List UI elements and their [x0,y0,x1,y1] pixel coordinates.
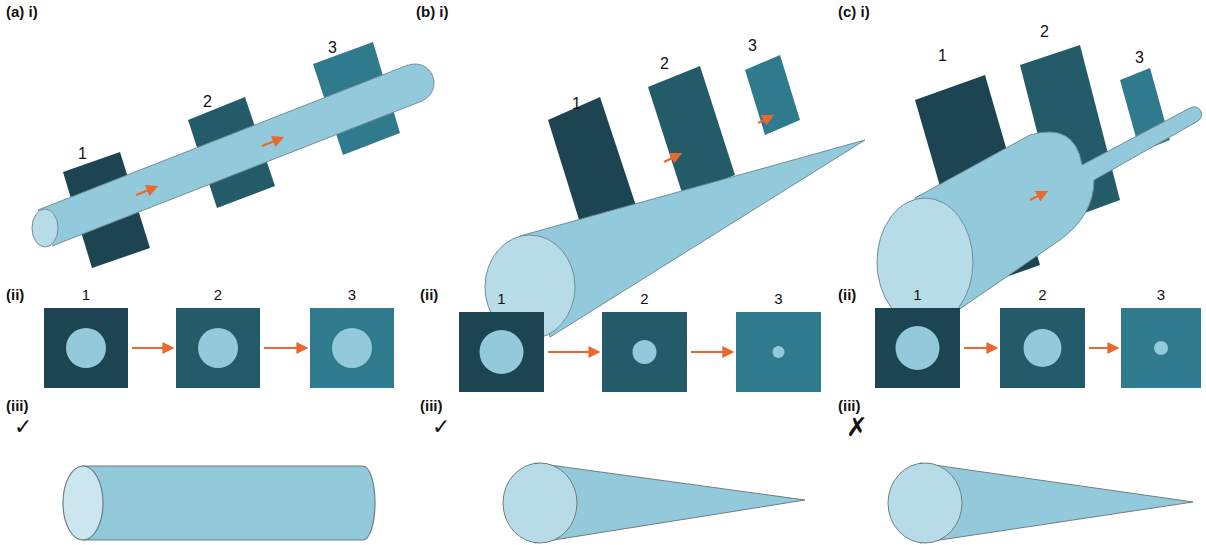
section-figure [44,308,128,388]
panel-label: (ii) [6,287,24,302]
flow-arrow [758,116,772,123]
cross-section-plate: 2 [1000,308,1085,388]
cone-base [503,463,577,543]
cross-section-plate: 3 [1121,308,1201,388]
panel-label: (iii) [838,398,861,413]
panel-label: (iii) [420,398,443,413]
rod-body [38,65,422,246]
cross-mark: ✗ [846,414,868,440]
panel-label: (c) i) [838,4,870,19]
rod-face [32,209,58,247]
section-circle [66,328,106,368]
plate-number: 2 [1000,287,1085,302]
plate-number: 1 [875,287,960,302]
panel-label: (b) i) [416,4,448,19]
cross-section-plate: 2 [602,312,687,392]
section-circle [633,340,657,364]
plate-number: 2 [203,94,212,110]
bottle-3d [877,45,1202,326]
section-circle [198,328,238,368]
section-figure [1000,308,1085,388]
plate-number: 3 [736,291,821,306]
rod-edge [38,65,408,210]
cross-section-plate: 1 [44,308,128,388]
plate-number: 1 [572,96,581,112]
plate [648,66,735,196]
plate-number: 1 [459,291,544,306]
flow-arrow [262,138,282,146]
flow-arrow [964,347,996,349]
section-circle [1154,341,1168,355]
check-mark: ✓ [14,416,32,438]
section-figure [736,312,821,392]
cylinder-face [63,466,103,540]
cylinder-body [83,466,375,540]
cross-section-plate: 3 [736,312,821,392]
section-figure [875,308,960,388]
cross-section-plate: 3 [310,308,394,388]
panel-label: (iii) [6,398,29,413]
plate-number: 1 [938,48,947,64]
flow-arrow [548,351,598,353]
plate-number: 1 [78,146,87,162]
cross-section-plate: 2 [176,308,260,388]
plate-number: 2 [660,56,669,72]
flow-arrow [664,154,680,162]
plate-number: 2 [176,287,260,302]
panel-label: (ii) [420,287,438,302]
plate-number: 3 [1135,50,1144,66]
cross-section-plate: 1 [875,308,960,388]
panel-label: (a) i) [6,4,38,19]
section-figure [1121,308,1201,388]
rod-edge [52,101,422,246]
panel-label: (ii) [838,287,856,302]
cone-base [888,463,962,543]
section-circle [773,346,785,358]
section-figure [176,308,260,388]
flow-arrow [136,187,156,195]
section-circle [480,330,524,374]
section-figure [602,312,687,392]
plate-number: 3 [748,38,757,54]
section-figure [310,308,394,388]
flow-arrow [691,351,732,353]
section-figure [459,312,544,392]
plate-number: 1 [44,287,128,302]
plate-number: 3 [328,40,337,56]
plate [745,55,800,135]
result-cylinder [63,466,375,540]
cylinder-3d [32,42,434,268]
section-circle [332,328,372,368]
cross-section-plate: 1 [459,312,544,392]
check-mark: ✓ [432,416,450,438]
plate-number: 3 [1121,287,1201,302]
section-circle [1024,329,1062,367]
result-cone [888,463,1193,543]
flow-arrow [264,347,306,349]
plate-number: 2 [1040,24,1049,40]
flow-arrow [1089,347,1117,349]
section-circle [896,326,940,370]
flow-arrow [1030,192,1046,200]
cone-3d [485,55,865,339]
bottle-base [877,198,973,326]
result-cone [503,463,805,543]
plate-number: 2 [602,291,687,306]
flow-arrow [132,347,172,349]
plate-number: 3 [310,287,394,302]
